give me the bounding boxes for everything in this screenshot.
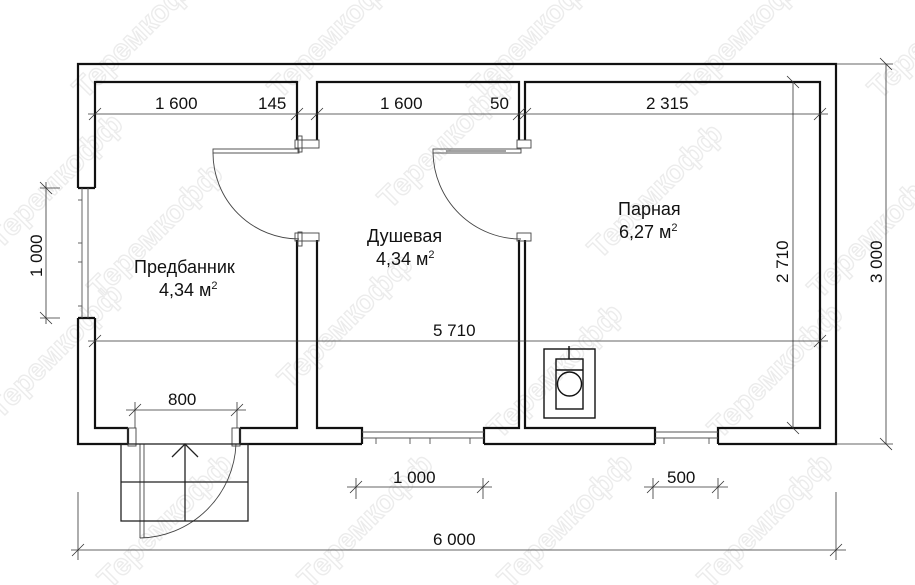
watermark: Теремкофф (862, 0, 915, 105)
dim-top-1: 1 600 (155, 94, 198, 113)
watermark: Теремкофф (262, 0, 410, 105)
room-name: Предбанник (134, 257, 235, 277)
room-parnaya: Парная 6,27 м2 (618, 199, 681, 242)
windows (78, 188, 718, 444)
watermark: Теремкофф (802, 157, 915, 305)
watermark: Теремкофф (67, 0, 215, 105)
room-area-sup: 2 (211, 280, 217, 292)
dim-inner-length: 5 710 (433, 321, 476, 340)
dim-top-3: 1 600 (380, 94, 423, 113)
dim-total-height: 3 000 (867, 240, 886, 283)
dim-top-4: 50 (490, 94, 509, 113)
room-area: 4,34 м2 (376, 249, 435, 269)
room-area: 6,27 м2 (619, 222, 678, 242)
dim-entry-door: 800 (168, 390, 196, 409)
watermark: Теремкофф (672, 0, 820, 105)
room-area: 4,34 м2 (159, 280, 218, 300)
wall-jamb (126, 428, 242, 444)
dimension-lines (39, 57, 893, 560)
dim-top-5: 2 315 (646, 94, 689, 113)
room-area-value: 4,34 м (376, 249, 428, 269)
window-steam-room (655, 431, 718, 444)
entry-door (127, 427, 241, 539)
watermark: Теремкофф (692, 447, 840, 585)
wall-jamb (78, 186, 95, 320)
dim-window-shower: 1 000 (393, 468, 436, 487)
watermark: Теремкофф (582, 117, 730, 265)
doors (127, 135, 532, 539)
dim-window-steam: 500 (667, 468, 695, 487)
room-dushevaya: Душевая 4,34 м2 (367, 226, 442, 269)
room-name: Парная (618, 199, 681, 219)
door-shower-steam (432, 139, 532, 242)
watermark: Теремкофф (272, 247, 420, 395)
room-wall-predbannik (93, 80, 299, 430)
dim-inner-height: 2 710 (773, 240, 792, 283)
watermark: Теремкофф (0, 277, 129, 425)
door-predbannik-shower (212, 135, 320, 247)
room-area-value: 4,34 м (159, 280, 211, 300)
room-area-value: 6,27 м (619, 222, 671, 242)
dim-left-window: 1 000 (27, 234, 46, 277)
watermark: Теремкофф (0, 107, 129, 255)
stove (543, 346, 596, 419)
room-name: Душевая (367, 226, 442, 246)
window-shower (362, 431, 484, 444)
watermark: Теремкофф (492, 447, 640, 585)
watermark: Теремкофф (372, 67, 520, 215)
entry-arrow-icon (171, 443, 199, 458)
room-area-sup: 2 (428, 249, 434, 261)
room-wall-dushevaya (315, 80, 521, 444)
watermark: Теремкофф (92, 447, 240, 585)
room-area-sup: 2 (671, 222, 677, 234)
window-left (78, 188, 89, 318)
room-wall-parnaya (523, 80, 822, 444)
watermark: Теремкофф (702, 297, 850, 445)
dim-total-length: 6 000 (433, 530, 476, 549)
dim-top-2: 145 (258, 94, 286, 113)
porch-steps (120, 443, 249, 522)
room-predbannik: Предбанник 4,34 м2 (134, 257, 235, 300)
